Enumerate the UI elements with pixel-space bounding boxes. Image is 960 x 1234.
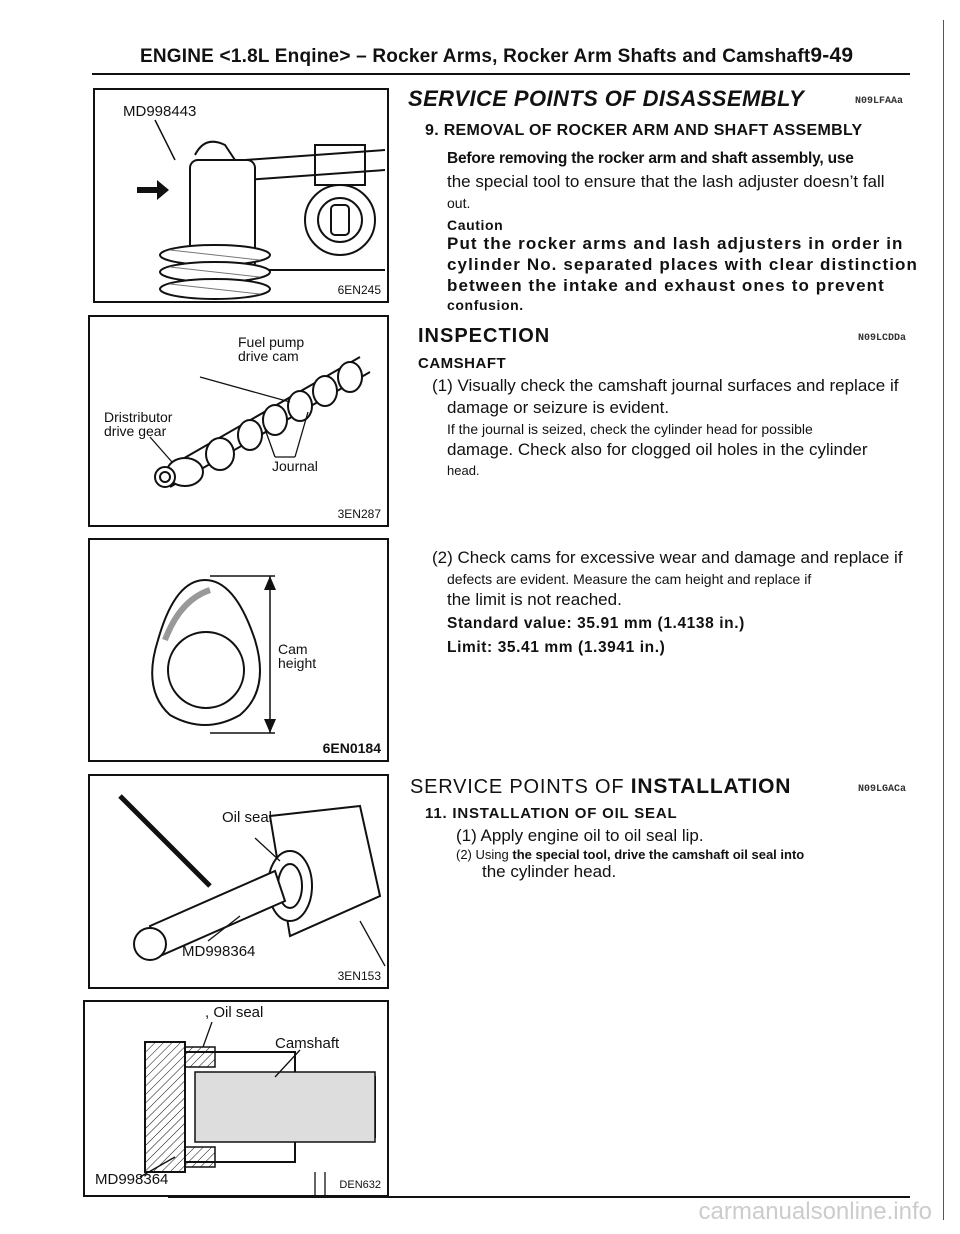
header-variant: <1.8L Enqine> xyxy=(219,46,351,67)
label-oil-seal: , Oil seal xyxy=(205,1004,264,1021)
check-2-line-2: defects are evident. Measure the cam hei… xyxy=(447,571,812,587)
check-2-line-1: (2) Check cams for excessive wear and da… xyxy=(432,548,903,567)
figure-cam-height: Cam height 6EN0184 xyxy=(88,538,389,762)
label-cam: Cam xyxy=(278,641,308,657)
label-oil-seal: Oil seal xyxy=(222,809,273,826)
label-distributor: Dristributor xyxy=(104,409,173,425)
check-1-line-2: damage or seizure is evident. xyxy=(447,398,670,417)
figure-tool-removal: MD998443 6EN245 xyxy=(93,88,389,303)
standard-value: Standard value: 35.91 mm (1.4138 in.) xyxy=(447,615,745,632)
removal-text-1: Before removing the rocker arm and shaft… xyxy=(447,150,854,167)
install-step-2-cont: the cylinder head. xyxy=(482,862,617,881)
watermark: carmanualsonline.info xyxy=(698,1198,932,1225)
label-tool: MD998443 xyxy=(123,103,197,120)
caution-line-2: cylinder No. separated places with clear… xyxy=(447,255,918,274)
limit-value: Limit: 35.41 mm (1.3941 in.) xyxy=(447,639,666,656)
install-step-2-prefix: (2) Using xyxy=(456,847,509,862)
label-fuel-pump: Fuel pump xyxy=(238,334,305,350)
disassembly-title: SERVICE POINTS OF DISASSEMBLY xyxy=(408,86,805,111)
check-1-line-5: head. xyxy=(447,463,480,478)
seal-section-illustration xyxy=(139,1021,376,1195)
oil-seal-heading: 11. INSTALLATION OF OIL SEAL xyxy=(425,805,678,822)
check-1-line-3: If the journal is seized, check the cyli… xyxy=(447,421,813,437)
header-section: Rocker Arms, Rocker Arm Shafts and xyxy=(372,46,717,67)
removal-text-3: out. xyxy=(447,195,471,211)
label-drive-cam: drive cam xyxy=(238,348,299,364)
figure-seal-section: , Oil seal Camshaft MD998364 DEN632 xyxy=(83,1000,389,1197)
install-step-2: (2) Using the special tool, drive the ca… xyxy=(456,847,804,862)
header-section-last: Camshaft xyxy=(722,46,811,67)
check-2-line-3: the limit is not reached. xyxy=(447,590,622,609)
header-dash: – xyxy=(356,46,367,67)
figure-code: DEN632 xyxy=(339,1179,381,1191)
figure-code: 6EN245 xyxy=(337,283,381,297)
removal-heading: 9. REMOVAL OF ROCKER ARM AND SHAFT ASSEM… xyxy=(425,122,863,139)
label-tool: MD998364 xyxy=(95,1171,169,1188)
oil-seal-tool-illustration xyxy=(118,794,386,967)
label-journal: Journal xyxy=(272,458,318,474)
label-height: height xyxy=(278,655,317,671)
install-step-1: (1) Apply engine oil to oil seal lip. xyxy=(456,826,704,845)
cam-lobe-illustration xyxy=(151,575,276,734)
header-engine: ENGINE xyxy=(140,46,215,67)
caution-label: Caution xyxy=(447,217,504,233)
label-drive-gear: drive gear xyxy=(104,423,167,439)
figure-code: 3EN153 xyxy=(337,969,381,983)
caution-line-1: Put the rocker arms and lash adjusters i… xyxy=(447,234,904,253)
figure-code: 3EN287 xyxy=(337,507,381,521)
header-rule xyxy=(92,73,910,75)
removal-text-2: the special tool to ensure that the lash… xyxy=(447,172,885,191)
figure-code: 6EN0184 xyxy=(322,740,381,756)
figure-oil-seal-install: Oil seal MD998364 3EN153 xyxy=(88,774,389,989)
footer-rule xyxy=(168,1196,910,1198)
inspection-title: INSPECTION xyxy=(418,325,551,347)
install-step-2-rest: the special tool, drive the camshaft oil… xyxy=(512,847,805,862)
margin-rule xyxy=(943,20,944,1220)
page-header: ENGINE <1.8L Enqine> – Rocker Arms, Rock… xyxy=(140,44,853,68)
page-number: 9-49 xyxy=(810,44,854,67)
check-1-line-1: (1) Visually check the camshaft journal … xyxy=(432,376,899,395)
rocker-shaft-illustration xyxy=(137,119,386,300)
figure-camshaft: Fuel pump drive cam Dristributor drive g… xyxy=(88,315,389,527)
label-tool: MD998364 xyxy=(182,943,256,960)
caution-line-3: between the intake and exhaust ones to p… xyxy=(447,276,885,295)
inspection-code: N09LCDDa xyxy=(858,333,907,344)
disassembly-code: N09LFAAa xyxy=(855,96,904,107)
installation-title-b: INSTALLATION xyxy=(630,775,792,798)
installation-code: N09LGACa xyxy=(858,784,907,795)
caution-line-4: confusion. xyxy=(447,297,524,313)
camshaft-illustration xyxy=(149,356,371,488)
arrow-icon xyxy=(137,180,169,200)
check-1-line-4: damage. Check also for clogged oil holes… xyxy=(447,440,868,459)
installation-title: SERVICE POINTS OF INSTALLATION xyxy=(410,775,791,799)
label-camshaft: Camshaft xyxy=(275,1035,340,1052)
installation-title-a: SERVICE POINTS OF xyxy=(410,776,625,798)
camshaft-subheading: CAMSHAFT xyxy=(418,355,507,372)
